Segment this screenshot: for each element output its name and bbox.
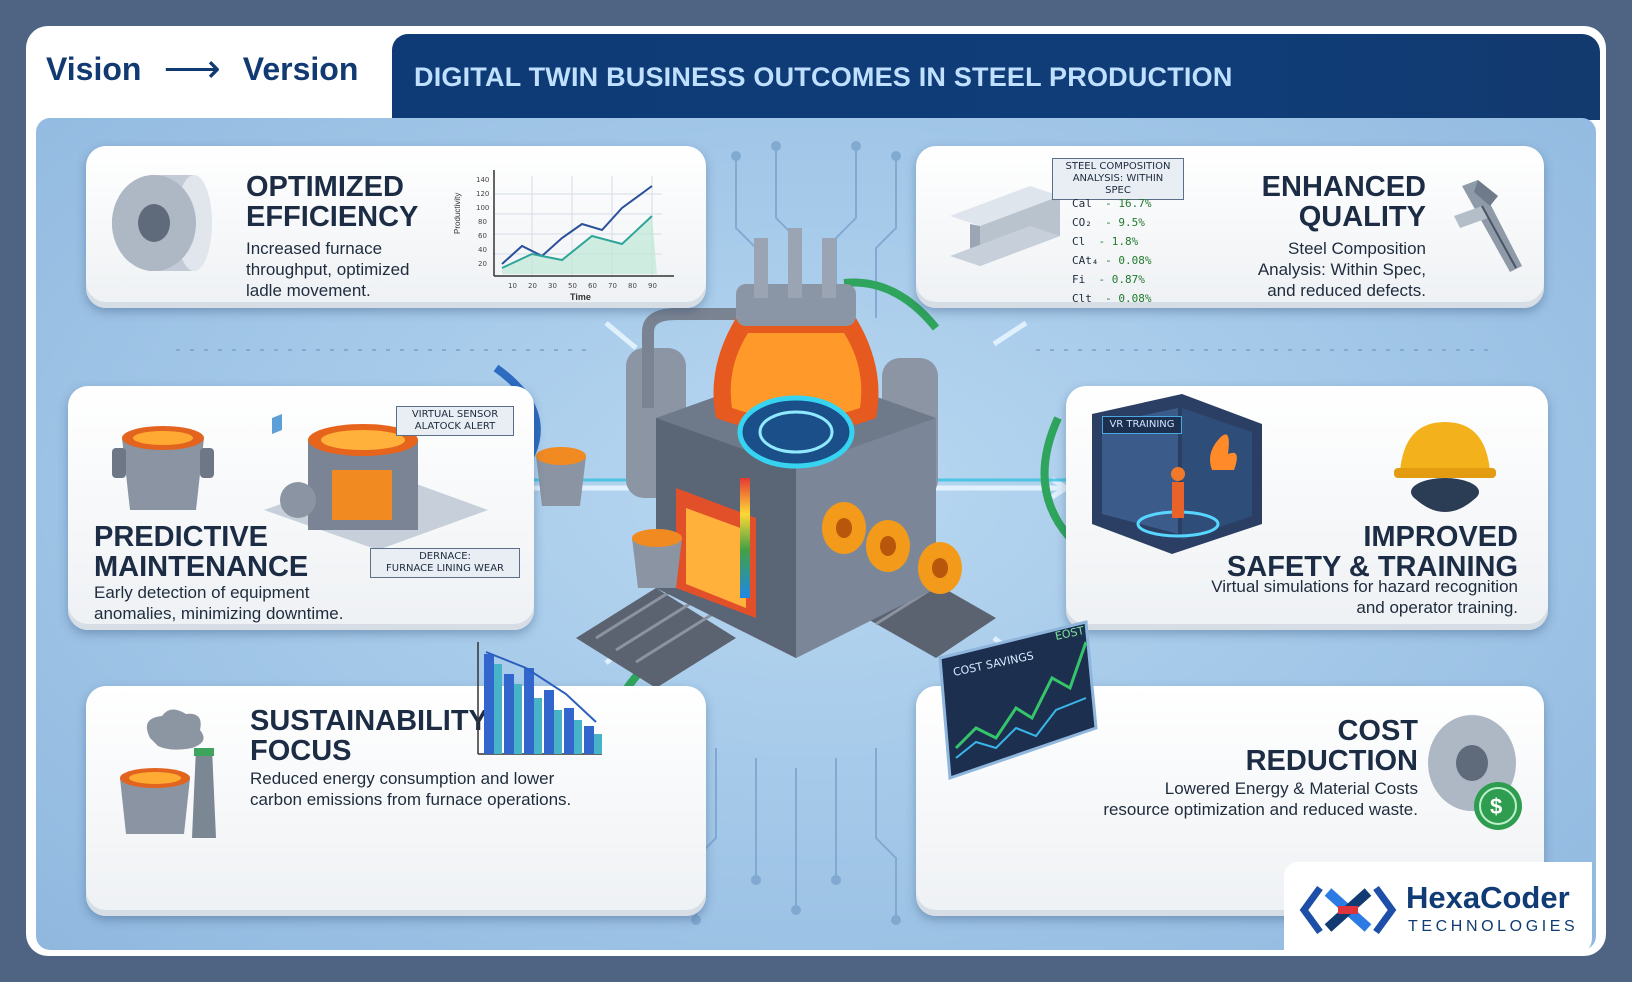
composition-row: Clt - 0.08% [1072, 292, 1152, 305]
composition-label: STEEL COMPOSITION ANALYSIS: WITHIN SPEC [1052, 158, 1184, 200]
safety-title-1: IMPROVED [1363, 521, 1518, 553]
header-title-bar: DIGITAL TWIN BUSINESS OUTCOMES IN STEEL … [392, 34, 1600, 120]
sensor-label-1: VIRTUAL SENSOR [411, 409, 499, 420]
tagline-version: Version [242, 50, 359, 87]
maintenance-desc-1: Early detection of equipment [94, 583, 310, 602]
vr-training-label: VR TRAINING [1102, 416, 1182, 434]
sustainability-desc-1: Reduced energy consumption and lower [250, 769, 555, 788]
sustainability-title-2: FOCUS [250, 735, 352, 767]
card-improved-safety: VR TRAINING IMPROVED SAFETY & TRAINING V… [1066, 386, 1548, 630]
page-title: DIGITAL TWIN BUSINESS OUTCOMES IN STEEL … [414, 61, 1233, 92]
quality-title-1: ENHANCED [1261, 171, 1426, 203]
efficiency-desc-1: Increased furnace [246, 239, 383, 258]
sustainability-title-1: SUSTAINABILITY [250, 705, 488, 737]
cost-savings-screen: COST SAVINGS EOST [938, 620, 1098, 781]
cost-desc-1: Lowered Energy & Material Costs [1164, 779, 1418, 798]
efficiency-title-2: EFFICIENCY [246, 201, 419, 233]
circuit-background [176, 141, 1496, 925]
logo-subtitle: TECHNOLOGIES [1408, 918, 1579, 935]
small-ladle [536, 447, 682, 588]
ladle-icon [112, 426, 214, 510]
safety-desc-1: Virtual simulations for hazard recogniti… [1211, 577, 1518, 596]
composition-list: Cal - 16.7% CO₂ - 9.5% Cl - 1.8% CAt₄ - … [1072, 194, 1182, 308]
safety-title-2: SAFETY & TRAINING [1226, 551, 1518, 583]
prod-xtick: 90 [648, 282, 657, 290]
card-predictive-maintenance: VIRTUAL SENSOR ALATOCK ALERT DERNACE: FU… [68, 386, 534, 630]
prod-xtick: 10 [508, 282, 517, 290]
sensor-label-2: ALATOCK ALERT [414, 421, 496, 432]
svg-text:$: $ [1490, 794, 1502, 819]
prod-chart-xlabel: Time [570, 292, 591, 302]
efficiency-desc-2: throughput, optimized [246, 260, 410, 279]
composition-row: Cl - 1.8% [1072, 235, 1139, 248]
composition-row: CAt₄ - 0.08% [1072, 254, 1152, 267]
prod-xtick: 30 [548, 282, 557, 290]
composition-label-2: ANALYSIS: WITHIN SPEC [1072, 173, 1164, 196]
prod-chart-ylabel: Productivity [453, 193, 462, 234]
tagline-arrow-icon: ⟶ [163, 47, 221, 91]
quality-desc-2: Analysis: Within Spec, [1257, 260, 1426, 279]
quality-desc-3: and reduced defects. [1267, 281, 1426, 300]
prod-ytick: 120 [476, 190, 489, 198]
prod-ytick: 40 [478, 246, 487, 254]
steel-beam-icon [950, 186, 1060, 266]
furnace-label-1: DERNACE: [419, 551, 471, 562]
cost-desc-2: resource optimization and reduced waste. [1103, 800, 1418, 819]
prod-ytick: 140 [476, 176, 489, 184]
composition-row: Fi - 0.87% [1072, 273, 1145, 286]
orange-coils [822, 502, 962, 594]
smoking-ladle-icon [120, 709, 216, 838]
prod-ytick: 100 [476, 204, 489, 212]
brand-tagline: Vision ⟶ Version [26, 26, 398, 112]
productivity-chart: Productivity Time 140 120 100 80 60 40 2… [453, 170, 674, 302]
maintenance-title-2: MAINTENANCE [94, 551, 309, 583]
cost-label: EOST [1054, 624, 1086, 643]
quality-desc-1: Steel Composition [1288, 239, 1426, 258]
sensor-label: VIRTUAL SENSOR ALATOCK ALERT [396, 406, 514, 436]
prod-ytick: 20 [478, 260, 487, 268]
furnace-label-2: FURNACE LINING WEAR [386, 563, 504, 574]
composition-label-1: STEEL COMPOSITION [1065, 161, 1171, 172]
coin-coil-icon: $ [1428, 715, 1522, 830]
sustainability-desc-2: carbon emissions from furnace operations… [250, 790, 572, 809]
prod-xtick: 60 [588, 282, 597, 290]
infographic-canvas: OPTIMIZED EFFICIENCY Increased furnace t… [36, 118, 1596, 950]
card-optimized-efficiency: OPTIMIZED EFFICIENCY Increased furnace t… [86, 146, 706, 308]
card-sustainability: SUSTAINABILITY FOCUS Reduced energy cons… [86, 686, 706, 916]
efficiency-title-1: OPTIMIZED [246, 171, 404, 203]
hard-hat-icon [1394, 422, 1496, 512]
composition-row: Cal - 16.7% [1072, 197, 1152, 210]
maintenance-desc-2: anomalies, minimizing downtime. [94, 604, 344, 623]
caliper-icon [1454, 180, 1522, 272]
declining-bar-chart [477, 642, 602, 755]
maintenance-title-1: PREDICTIVE [94, 521, 269, 553]
prod-xtick: 70 [608, 282, 617, 290]
furnace-sensor-illustration [264, 414, 488, 550]
quality-title-2: QUALITY [1298, 201, 1426, 233]
safety-desc-2: and operator training. [1356, 598, 1518, 617]
furnace-illustration [626, 228, 938, 658]
logo-name: HexaCoder [1406, 880, 1570, 915]
company-logo: HexaCoder TECHNOLOGIES [1284, 862, 1592, 956]
furnace-label: DERNACE: FURNACE LINING WEAR [370, 548, 520, 578]
composition-row: CO₂ - 9.5% [1072, 216, 1145, 229]
prod-xtick: 50 [568, 282, 577, 290]
tagline-vision: Vision [46, 50, 142, 87]
card-enhanced-quality: STEEL COMPOSITION ANALYSIS: WITHIN SPEC … [916, 146, 1544, 308]
prod-xtick: 20 [528, 282, 537, 290]
prod-ytick: 60 [478, 232, 487, 240]
efficiency-desc-3: ladle movement. [246, 281, 371, 300]
cost-title-2: REDUCTION [1245, 745, 1418, 777]
hexacoder-logo-icon [1299, 885, 1397, 935]
cost-title-1: COST [1337, 715, 1418, 747]
prod-ytick: 80 [478, 218, 487, 226]
vr-training-illustration [1092, 394, 1262, 554]
prod-xtick: 80 [628, 282, 637, 290]
steel-coil-icon [112, 175, 212, 271]
